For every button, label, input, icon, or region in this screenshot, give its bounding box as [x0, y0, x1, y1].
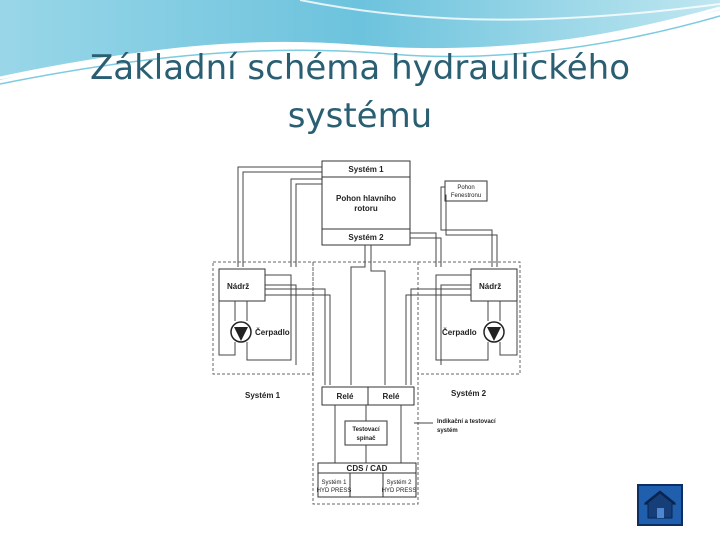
test-switch-label-1: Testovací	[352, 427, 380, 433]
header-waves	[0, 0, 720, 85]
main-rotor-label-2: rotoru	[354, 204, 378, 213]
test-switch-box	[344, 420, 388, 446]
cds-cad-box	[317, 462, 417, 498]
indication-label-1: Indikační a testovací	[437, 419, 496, 425]
slide-title-line2: systému	[287, 96, 433, 136]
slide-title-line1: Základní schéma hydraulického	[89, 48, 631, 88]
test-switch-label-2: spínač	[356, 436, 376, 442]
pump-left-icon	[230, 321, 252, 343]
hyd1-label-2: HYD PRESS	[317, 488, 352, 494]
hyd2-label-2: HYD PRESS	[382, 488, 417, 494]
system1-top-label: Systém 1	[348, 165, 384, 174]
tank-left	[218, 268, 266, 302]
pipes-side	[218, 274, 518, 365]
hyd2-label-1: Systém 2	[386, 480, 412, 486]
indication-label-2: systém	[437, 428, 458, 434]
system2-right-label: Systém 2	[451, 389, 487, 398]
relay-right-label: Relé	[383, 392, 400, 401]
main-rotor-box	[321, 160, 411, 246]
home-icon	[643, 490, 677, 519]
cds-cad-label: CDS / CAD	[347, 464, 388, 473]
tank-left-label: Nádrž	[227, 282, 249, 291]
tank-right-label: Nádrž	[479, 282, 501, 291]
relay-left-label: Relé	[337, 392, 354, 401]
system2-mid-label: Systém 2	[348, 233, 384, 242]
pipes-center	[265, 245, 471, 385]
pipes-lower	[334, 405, 433, 463]
home-button[interactable]	[637, 484, 683, 526]
slide-title: Základní schéma hydraulického systému	[0, 44, 720, 140]
fenestron-label-1: Pohon	[457, 185, 474, 191]
hyd1-label-1: Systém 1	[321, 480, 347, 486]
fenestron-box	[444, 180, 488, 202]
relay-right-box	[367, 386, 415, 406]
tank-right	[470, 268, 518, 302]
fenestron-label-2: Fenestronu	[451, 193, 481, 199]
pipes-top	[237, 166, 498, 267]
pump-left-label: Čerpadlo	[255, 328, 290, 337]
hydraulic-diagram: Systém 1 Pohon hlavního rotoru Systém 2 …	[212, 160, 521, 505]
pump-right-icon	[483, 321, 505, 343]
system1-left-label: Systém 1	[245, 391, 281, 400]
main-rotor-label-1: Pohon hlavního	[336, 194, 396, 203]
pump-right-label: Čerpadlo	[442, 328, 477, 337]
